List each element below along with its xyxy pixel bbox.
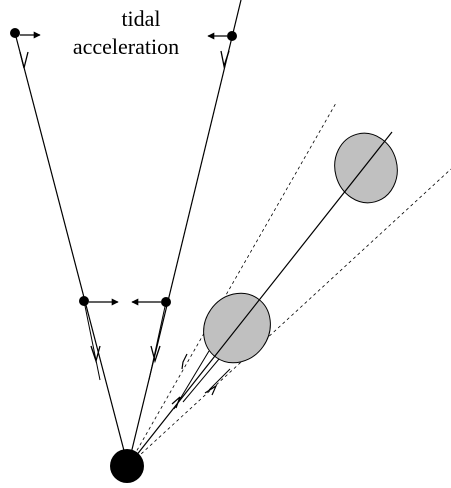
right-trajectory bbox=[127, 0, 242, 467]
cone-inner-line-1 bbox=[173, 350, 210, 410]
right-trajectory-line bbox=[127, 0, 242, 467]
mid-right-particle bbox=[161, 297, 171, 307]
central-radial-line bbox=[127, 131, 393, 467]
top-right-particle bbox=[227, 31, 237, 41]
right-upper-chevron-icon bbox=[220, 50, 230, 69]
tidal-acceleration-label-line2: acceleration bbox=[72, 34, 180, 59]
tidal-acceleration-label-line1: tidal bbox=[121, 6, 161, 31]
cone-chevron-3-icon bbox=[204, 384, 218, 396]
black-hole-attractor bbox=[110, 449, 144, 483]
left-upper-chevron-icon bbox=[19, 51, 29, 69]
cone-upper-boundary-dotted bbox=[127, 102, 337, 467]
far-gas-cloud bbox=[334, 132, 398, 204]
cone-lower-boundary-dotted bbox=[127, 168, 451, 467]
cone-inner-line-3 bbox=[208, 368, 231, 391]
top-left-particle bbox=[10, 28, 20, 38]
right-lower-chevron-icon bbox=[150, 345, 161, 364]
right-trajectory-branch bbox=[148, 301, 167, 381]
left-trajectory bbox=[14, 32, 129, 467]
cone-inner-line-2 bbox=[182, 358, 220, 403]
cone-chevron-2-icon bbox=[171, 396, 181, 409]
mid-left-particle bbox=[79, 296, 89, 306]
left-trajectory-line bbox=[14, 32, 129, 467]
left-lower-chevron-icon bbox=[90, 345, 101, 364]
cone-chevron-1-icon bbox=[181, 353, 188, 370]
left-trajectory-branch bbox=[83, 300, 101, 381]
